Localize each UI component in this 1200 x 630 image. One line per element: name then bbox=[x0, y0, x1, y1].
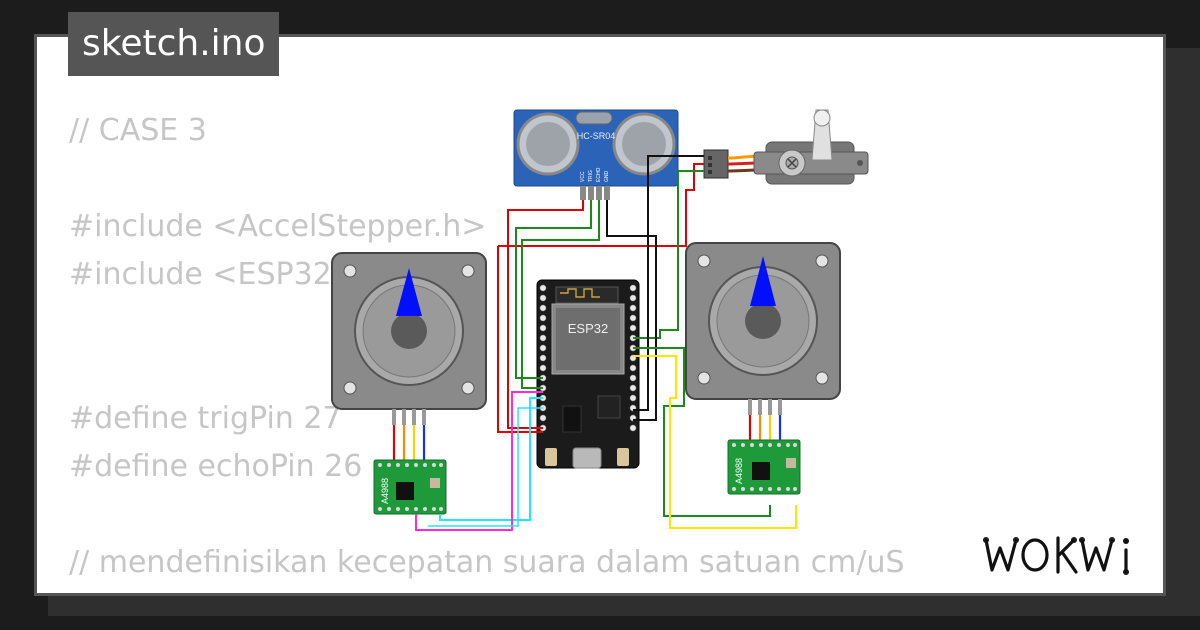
code-preview: // CASE 3 #include <AccelStepper.h> #inclu… bbox=[69, 107, 905, 593]
servo-motor bbox=[703, 109, 869, 185]
stepper-motor-right bbox=[685, 242, 841, 415]
driver-left-label: A4988 bbox=[380, 478, 390, 504]
file-name-tab[interactable]: sketch.ino bbox=[68, 12, 280, 76]
sensor-pin-label: GND bbox=[604, 171, 610, 183]
sensor-pin-label: ECHO bbox=[596, 167, 602, 182]
sensor-label: HC-SR04 bbox=[577, 131, 616, 141]
mcu-label: ESP32 bbox=[568, 321, 608, 336]
wires-stepper-right bbox=[748, 415, 782, 442]
driver-right-label: A4988 bbox=[734, 458, 744, 484]
driver-left: A4988 bbox=[373, 459, 447, 515]
code-line: // mendefinisikan kecepatan suara dalam … bbox=[69, 545, 905, 580]
stepper-motor-left bbox=[331, 252, 487, 425]
wires-main bbox=[415, 155, 797, 531]
esp32-board: ESP32 bbox=[536, 279, 640, 469]
driver-right: A4988 bbox=[727, 439, 801, 495]
code-line: #include <AccelStepper.h> bbox=[69, 209, 487, 244]
sensor-pin-label: TRIG bbox=[588, 170, 594, 182]
code-line: // CASE 3 bbox=[69, 113, 207, 148]
wokwi-logo bbox=[983, 536, 1129, 576]
ultrasonic-sensor: HC-SR04 VCC TRIG ECHO GND bbox=[513, 109, 679, 200]
wires-stepper-left bbox=[392, 425, 426, 462]
code-line: #define trigPin 27 bbox=[69, 401, 342, 436]
code-line: #define echoPin 26 bbox=[69, 449, 363, 484]
code-line: #include <ESP32S bbox=[69, 257, 351, 292]
sensor-pin-label: VCC bbox=[580, 171, 586, 182]
